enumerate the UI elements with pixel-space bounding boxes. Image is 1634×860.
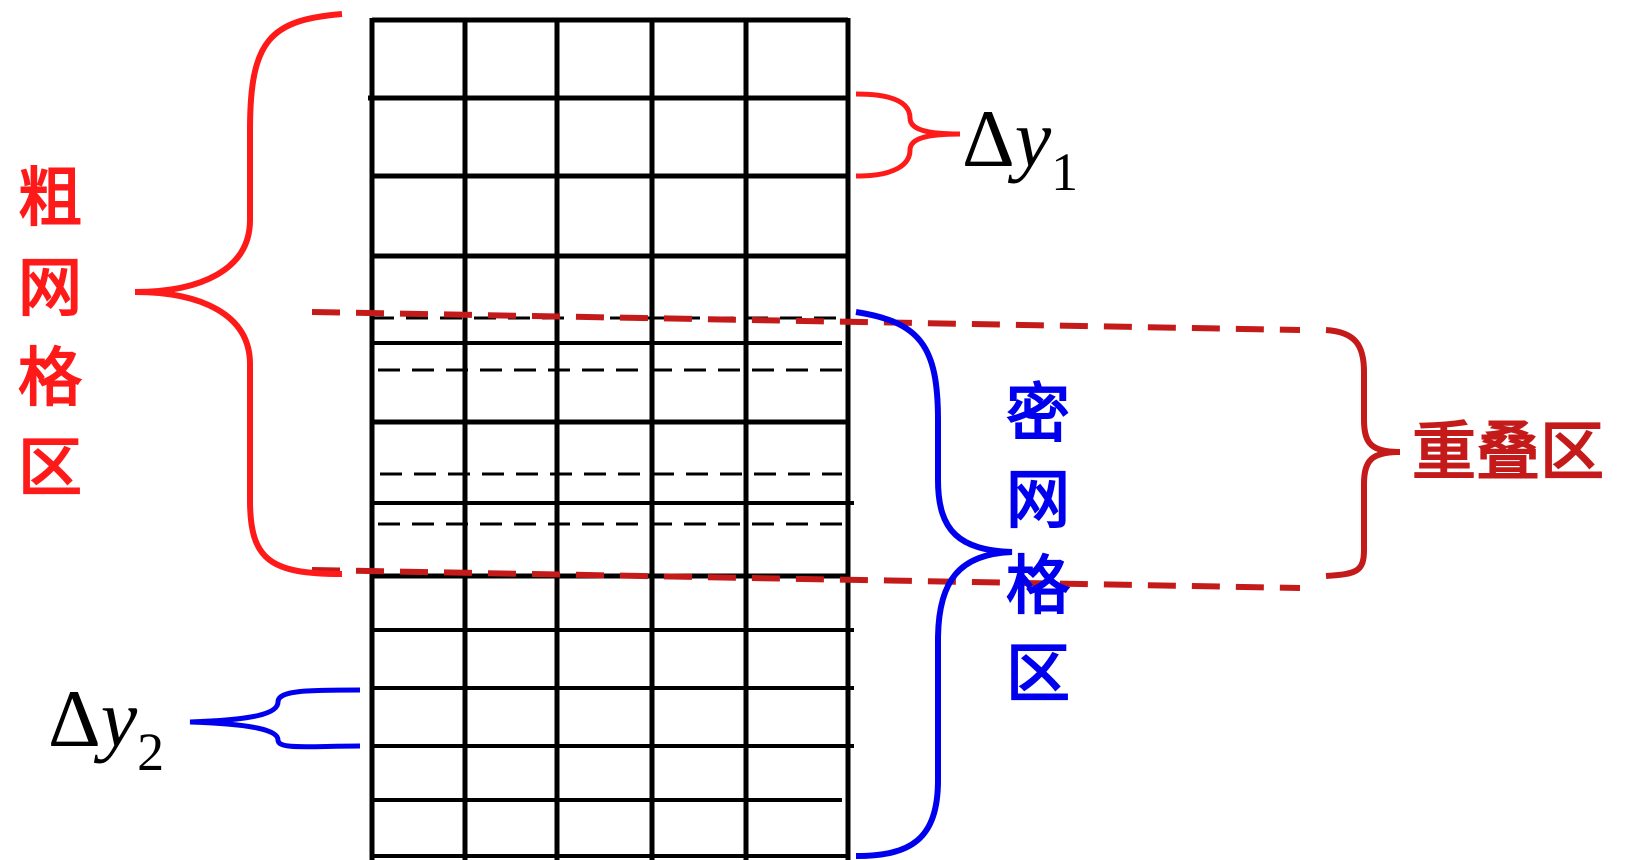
overlap-region-brace xyxy=(1325,327,1401,579)
fine-region-brace xyxy=(855,309,1013,859)
overlap-bottom-boundary xyxy=(311,567,1301,591)
fine-label-char: 密 xyxy=(1006,378,1070,452)
dy2-label: Δy2 xyxy=(48,673,164,782)
coarse-region-brace xyxy=(134,11,343,577)
overlap-boundaries xyxy=(311,309,1301,591)
dy2-var: y xyxy=(94,673,138,764)
dy2-subscript: 2 xyxy=(137,722,164,782)
dy1-var: y xyxy=(1008,93,1052,184)
dy1-subscript: 1 xyxy=(1051,142,1078,202)
coarse-label-char: 网 xyxy=(18,252,82,326)
overlap-region-label: 重叠区 xyxy=(1412,416,1604,490)
dy1-delta: Δ xyxy=(962,93,1015,184)
dy1-label: Δy1 xyxy=(962,93,1078,202)
dy2-delta: Δ xyxy=(48,673,101,764)
fine-region-label: 密 网 格 区 xyxy=(1006,378,1071,712)
overlap-top-boundary xyxy=(311,309,1301,333)
dy2-brace xyxy=(189,687,361,750)
dy1-brace xyxy=(855,91,961,179)
coarse-grid-lines xyxy=(368,17,848,579)
fine-label-char: 网 xyxy=(1006,464,1070,538)
fine-label-char: 格 xyxy=(1006,550,1071,624)
fine-grid-lines xyxy=(372,341,854,858)
coarse-label-char: 粗 xyxy=(18,162,82,236)
coarse-label-char: 格 xyxy=(18,342,83,416)
fine-label-char: 区 xyxy=(1006,638,1070,712)
coarse-label-char: 区 xyxy=(18,432,82,506)
grid-vertical-lines xyxy=(369,18,851,860)
coarse-region-label: 粗 网 格 区 xyxy=(18,162,83,506)
